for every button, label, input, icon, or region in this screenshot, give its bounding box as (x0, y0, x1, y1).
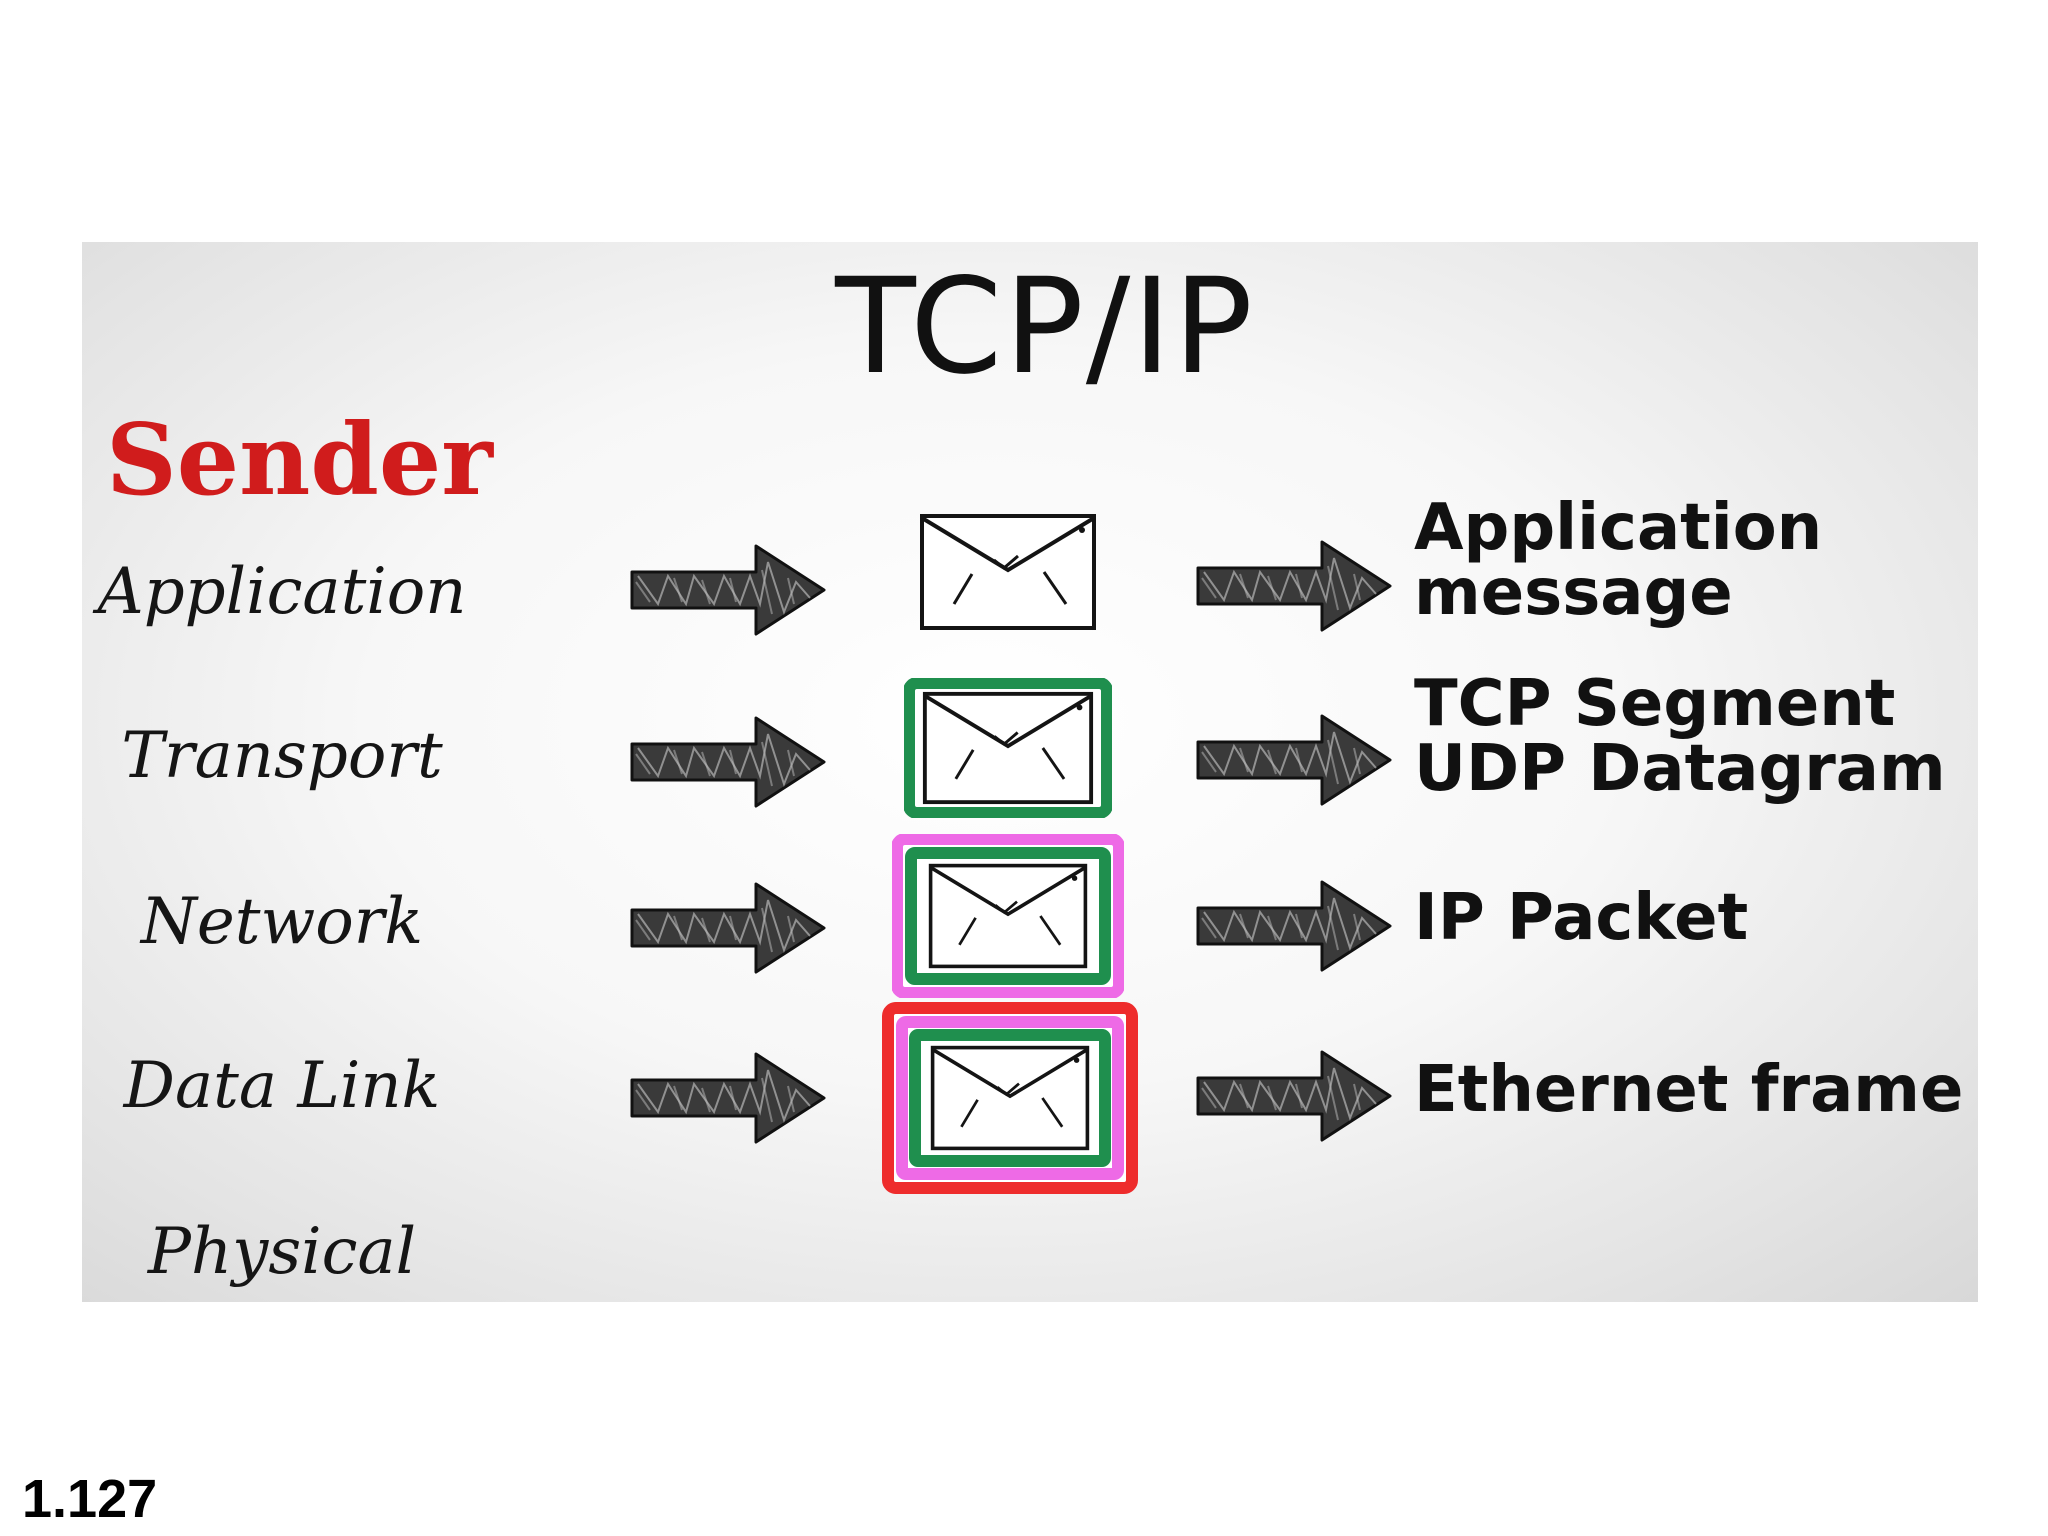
sender-label: Sender (106, 403, 493, 518)
pdu-data-link: Ethernet frame (1414, 1053, 1974, 1127)
arrow-right-icon (1196, 540, 1392, 632)
page-number: 1.127 (22, 1469, 158, 1529)
pdu-application-line-1: Application (1414, 491, 1823, 565)
arrow-right-icon (630, 544, 826, 636)
arrow-right-icon (630, 882, 826, 974)
arrow-right-icon (1196, 714, 1392, 806)
envelope-icon (920, 514, 1096, 630)
pdu-transport-udp: UDP Datagram (1414, 732, 1946, 807)
pdu-data-link-line: Ethernet frame (1414, 1053, 1964, 1127)
arrow-right-icon (630, 716, 826, 808)
pdu-network: IP Packet (1414, 881, 1974, 955)
pdu-transport: TCP Segment UDP Datagram (1414, 667, 1974, 807)
diagram-title: TCP/IP (835, 250, 1255, 404)
transport-envelope-icon (904, 678, 1112, 818)
pdu-network-line: IP Packet (1414, 881, 1749, 955)
pdu-application: Application message (1414, 491, 1974, 631)
arrow-right-icon (1196, 880, 1392, 972)
layer-network: Network (140, 885, 424, 959)
arrow-right-icon (630, 1052, 826, 1144)
layer-transport: Transport (121, 719, 443, 793)
datalink-envelope-icon (882, 1002, 1138, 1194)
layer-data-link: Data Link (123, 1049, 441, 1123)
layer-application: Application (97, 555, 467, 629)
layer-physical: Physical (147, 1215, 417, 1289)
diagram-panel: TCP/IP Sender Application Transport Netw… (82, 242, 1978, 1302)
network-envelope-icon (892, 834, 1124, 998)
arrow-right-icon (1196, 1050, 1392, 1142)
pdu-transport-tcp: TCP Segment (1414, 667, 1896, 741)
pdu-application-line-2: message (1414, 556, 1733, 631)
